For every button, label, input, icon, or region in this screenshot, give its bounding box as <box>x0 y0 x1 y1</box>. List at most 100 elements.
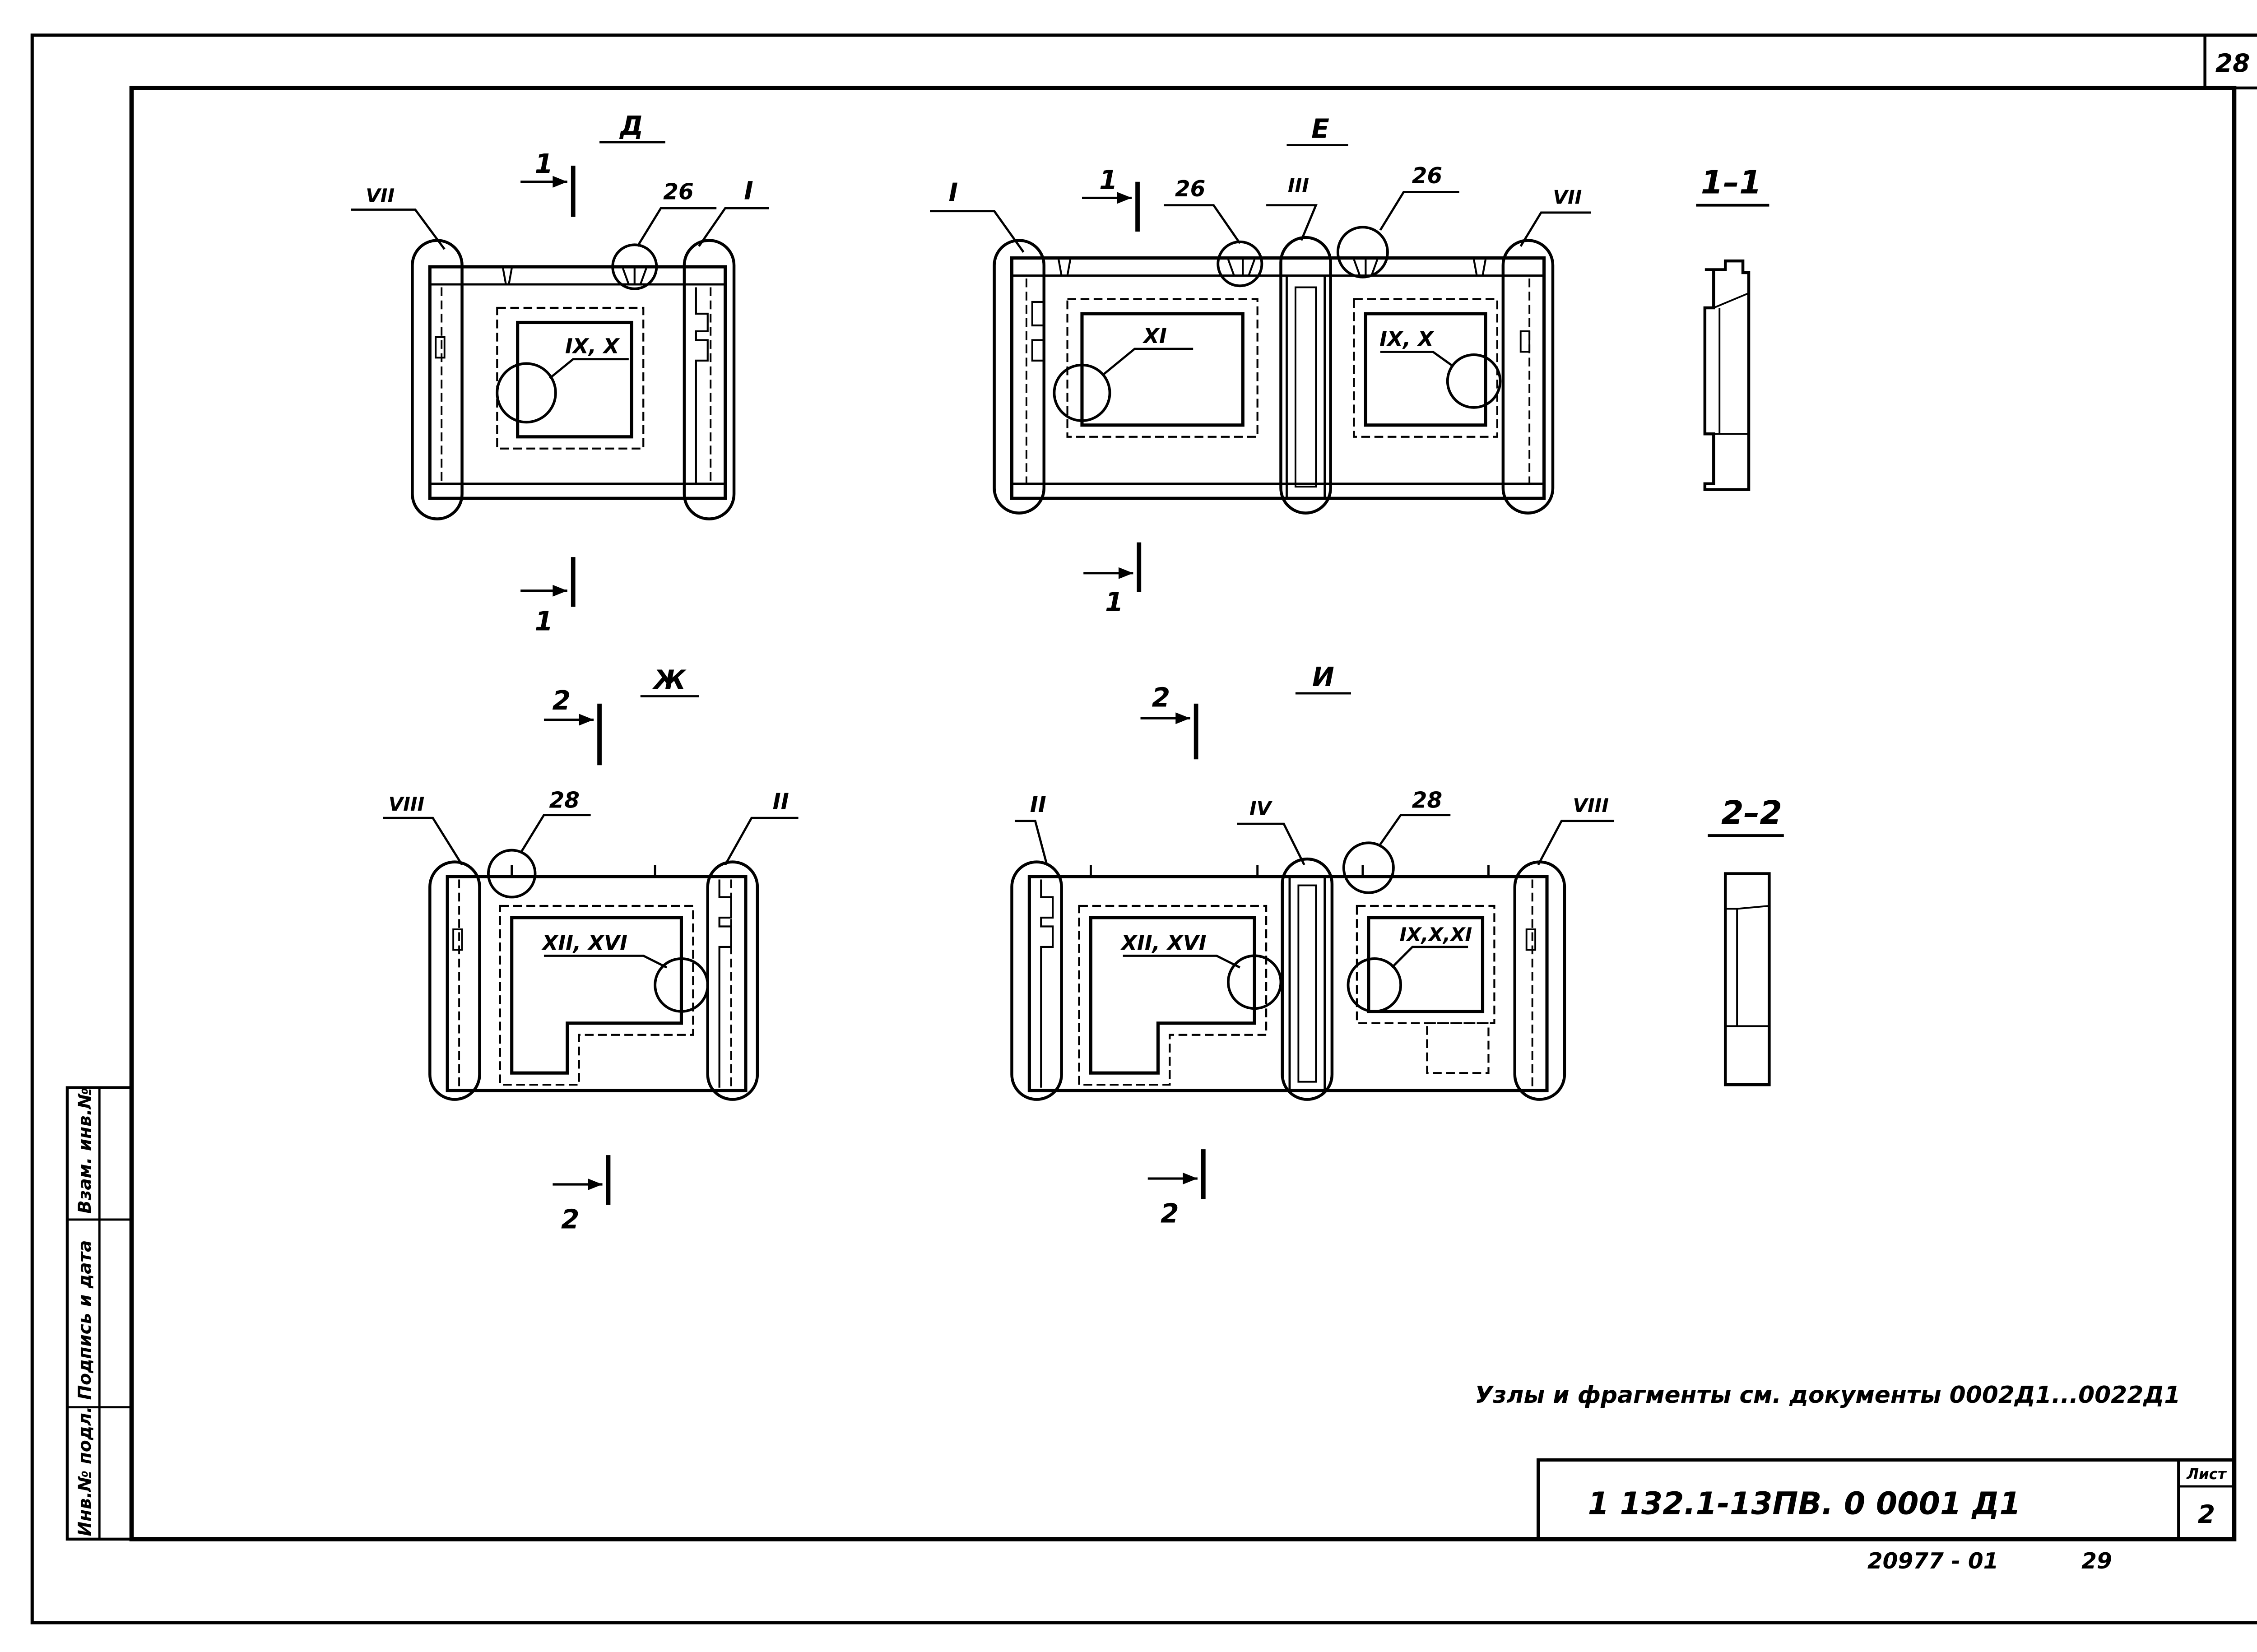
view-d-node-left <box>411 239 464 520</box>
view-e-callout-iii: III <box>1288 174 1309 196</box>
view-i-section-no-bottom: 2 <box>1161 1198 1179 1229</box>
view-i-callout-ii: II <box>1030 792 1046 817</box>
view-zh-opening-outer <box>499 905 694 1086</box>
view-d-callout-vii: VII <box>366 185 395 207</box>
view-i-title: И <box>1312 662 1334 692</box>
view-e-node-right <box>1501 239 1555 515</box>
view-zh-node-xii-xvi <box>654 957 709 1013</box>
view-i-opening-right-extension <box>1426 1022 1490 1074</box>
view-d-title: Д <box>619 111 643 141</box>
view-d-section-no-top: 1 <box>535 148 553 179</box>
view-i-section-no-top: 2 <box>1152 682 1170 713</box>
view-zh-panel <box>446 875 748 1092</box>
view-i-node-28 <box>1342 841 1395 894</box>
view-e-section-mark-top: 1 <box>1082 165 1140 232</box>
view-e-callout-i: I <box>949 178 958 207</box>
view-d-section-mark-bottom: 1 <box>520 557 576 636</box>
view-e-node-left <box>993 239 1045 515</box>
section-2-2: 2–2 <box>1708 794 1784 1086</box>
view-zh-section-mark-bottom: 2 <box>553 1155 611 1234</box>
view-zh-callout-28: 28 <box>549 788 580 813</box>
view-e-title: Е <box>1311 113 1329 144</box>
view-e-callout-26-right: 26 <box>1412 163 1443 189</box>
bottom-stamp-number: 20977 - 01 <box>1867 1549 1999 1574</box>
view-d-node-26 <box>611 243 658 290</box>
view-zh-section-no-top: 2 <box>553 685 571 716</box>
side-stamp-inv-podl: Инв.№ подл. <box>75 1406 95 1536</box>
view-i-section-mark-bottom: 2 <box>1147 1149 1206 1229</box>
bottom-stamp: 20977 - 01 29 <box>1867 1549 2112 1574</box>
view-i-opening-left-outer <box>1078 905 1268 1086</box>
document-designation: 1 132.1-13ПВ. 0 0001 Д1 <box>1588 1486 2020 1522</box>
title-block: 1 132.1-13ПВ. 0 0001 Д1 Лист 2 <box>1537 1458 2236 1541</box>
view-d-opening <box>516 320 633 439</box>
view-i-section-mark-top: 2 <box>1140 682 1198 760</box>
view-e-section-no-bottom: 1 <box>1105 587 1124 617</box>
sheet-number: 2 <box>2198 1500 2215 1529</box>
sheet-label: Лист <box>2186 1466 2227 1483</box>
section-1-1-title: 1–1 <box>1701 164 1762 201</box>
view-i-node-xii-xvi <box>1226 954 1282 1010</box>
view-zh-callout-viii: VIII <box>389 793 425 815</box>
view-i-callout-viii: VIII <box>1573 794 1609 817</box>
view-e-node-26-left <box>1217 240 1263 288</box>
view-e-node-middle <box>1279 236 1332 515</box>
view-zh-section-mark-top: 2 <box>543 685 602 766</box>
view-e-opening-left <box>1080 312 1245 427</box>
view-d-panel <box>428 265 727 500</box>
view-e-callout-xi: XI <box>1142 324 1167 348</box>
view-i-node-ix-x-xi <box>1347 957 1402 1013</box>
view-d-callout-ix-x: IX, X <box>565 334 620 358</box>
view-e-node-xi <box>1053 363 1111 422</box>
side-stamp: Инв.№ подл. Подпись и дата Взам. инв.№ <box>65 1086 133 1541</box>
view-zh-title: Ж <box>652 664 687 695</box>
inner-frame <box>129 85 2237 1541</box>
view-d-node-ix-x <box>496 362 557 424</box>
reference-note: Узлы и фрагменты см. документы 0002Д1...… <box>1475 1382 2180 1409</box>
view-e-section-mark-bottom: 1 <box>1083 542 1142 617</box>
section-2-2-title: 2–2 <box>1721 794 1782 831</box>
view-e: Е 1 1 <box>930 113 1591 617</box>
view-zh-node-left <box>428 860 481 1101</box>
view-zh-callout-xii-xvi: XII, XVI <box>541 931 627 955</box>
view-e-opening-right <box>1364 312 1487 427</box>
view-e-callout-26-left: 26 <box>1175 176 1206 202</box>
corner-page-number-text: 28 <box>2215 49 2250 78</box>
view-d-section-mark-top: 1 <box>520 148 576 217</box>
view-zh: Ж 2 2 VIII 28 II <box>383 664 799 1234</box>
view-e-opening-right-outer <box>1353 298 1499 438</box>
side-stamp-podpis-data: Подпись и дата <box>75 1240 95 1400</box>
view-d-node-right <box>683 239 736 520</box>
view-e-node-26-right <box>1336 226 1389 278</box>
view-i-node-middle <box>1281 857 1334 1101</box>
view-d-section-no-bottom: 1 <box>535 606 553 636</box>
outer-border <box>30 33 2257 1624</box>
bottom-stamp-page: 29 <box>2081 1549 2112 1574</box>
section-2-2-profile <box>1723 872 1771 1086</box>
view-zh-section-no-bottom: 2 <box>561 1204 580 1234</box>
view-zh-node-28 <box>487 849 537 899</box>
view-zh-node-right <box>706 860 759 1101</box>
view-i-node-left <box>1010 860 1063 1101</box>
view-e-callout-ix-x: IX, X <box>1379 327 1435 351</box>
view-e-panel <box>1010 256 1546 500</box>
view-zh-opening <box>510 916 683 1075</box>
view-i-opening-right <box>1367 916 1485 1013</box>
view-zh-callout-ii: II <box>773 789 789 815</box>
side-stamp-vzam-inv: Взам. инв.№ <box>75 1088 95 1214</box>
view-e-node-ix-x <box>1446 353 1502 409</box>
view-i-callout-ix-x-xi: IX,X,XI <box>1400 923 1472 946</box>
view-d: Д 1 1 VII <box>351 111 769 636</box>
section-1-1: 1–1 <box>1696 164 1769 491</box>
view-i: И 2 2 <box>1010 662 1615 1229</box>
view-d-callout-26: 26 <box>663 180 694 205</box>
view-i-panel <box>1027 875 1549 1092</box>
view-d-opening-outer <box>496 306 645 450</box>
view-i-node-right <box>1513 860 1566 1101</box>
view-e-callout-vii: VII <box>1553 186 1582 208</box>
view-i-callout-iv: IV <box>1249 798 1273 820</box>
view-d-callout-i: I <box>744 177 753 206</box>
view-i-opening-left <box>1089 916 1256 1075</box>
corner-page-number: 28 <box>2203 35 2257 90</box>
